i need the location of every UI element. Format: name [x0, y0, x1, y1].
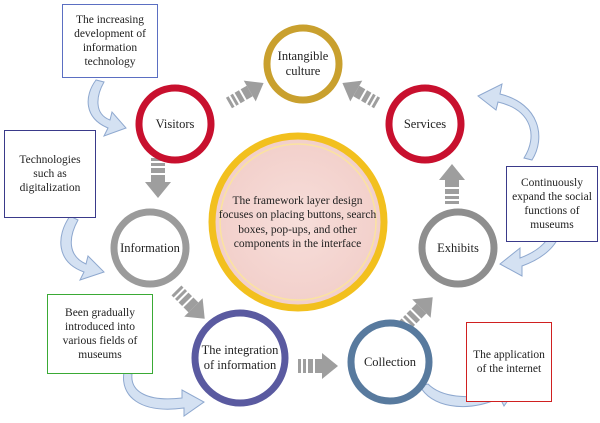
- node-ring-services: [385, 84, 465, 164]
- node-label-visitors: Visitors: [155, 116, 195, 131]
- note-internet-application: The application of the internet: [466, 322, 552, 402]
- arrow-integration-to-collection: [298, 353, 338, 379]
- curl-arrow-gradually: [123, 371, 205, 417]
- node-ring-intangible: [263, 24, 343, 104]
- node-ring-visitors: [135, 84, 215, 164]
- node-ring-exhibits: [418, 208, 498, 288]
- node-ring-integration: [191, 309, 289, 407]
- curl-arrow-services: [477, 83, 540, 161]
- node-label-exhibits: Exhibits: [437, 240, 479, 255]
- center-ring: [208, 132, 388, 312]
- arrow-services-to-intangible: [342, 80, 381, 109]
- arrow-exhibits-to-services: [439, 164, 465, 204]
- arrow-visitors-to-intangible: [225, 80, 264, 109]
- curl-arrow-infotech: [87, 79, 127, 137]
- node-label-integration: The integration of information: [201, 343, 279, 372]
- node-label-intangible: Intangible culture: [277, 49, 329, 78]
- arrow-information-to-integration: [171, 285, 205, 319]
- note-gradually-introduced: Been gradually introduced into various f…: [47, 294, 153, 374]
- note-info-technology: The increasing development of informatio…: [62, 4, 158, 78]
- center-description: The framework layer design focuses on pl…: [218, 194, 377, 251]
- note-technologies: Technologies such as digitalization: [4, 130, 96, 218]
- note-expand-functions: Continuously expand the social functions…: [506, 166, 598, 242]
- curl-arrows: [60, 79, 564, 417]
- node-label-information: Information: [120, 240, 180, 255]
- arrow-visitors-to-information: [145, 158, 171, 198]
- curl-arrow-technologies: [60, 215, 105, 281]
- center-inner-ring: [219, 143, 377, 301]
- node-ring-information: [110, 208, 190, 288]
- node-label-services: Services: [403, 116, 447, 131]
- node-ring-collection: [347, 319, 433, 405]
- node-label-collection: Collection: [363, 354, 417, 369]
- flow-arrows: [145, 80, 465, 379]
